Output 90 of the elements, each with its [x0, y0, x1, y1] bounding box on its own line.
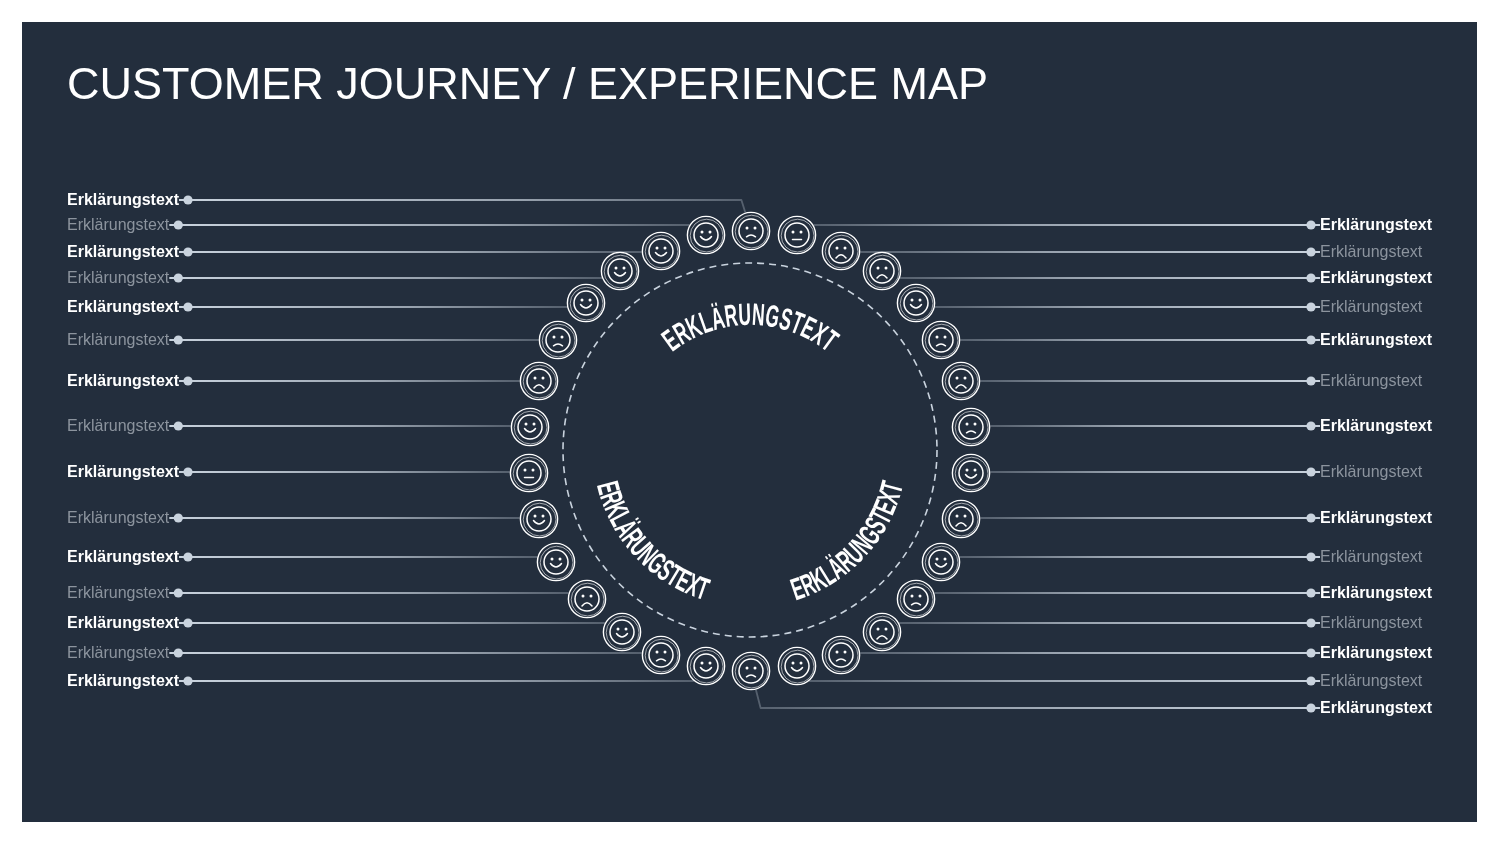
leader-line	[178, 302, 568, 312]
happy-face-icon	[777, 646, 817, 686]
explanation-text: Erklärungstext	[1320, 462, 1423, 482]
happy-face-icon	[951, 453, 991, 493]
leader-line	[899, 273, 1321, 283]
sad-face-icon	[821, 231, 861, 271]
leader-line	[979, 513, 1321, 523]
sad-face-icon	[862, 612, 902, 652]
explanation-text: Erklärungstext	[67, 268, 170, 288]
sad-face-icon	[538, 320, 578, 360]
explanation-text: Erklärungstext	[67, 330, 170, 350]
happy-face-icon	[686, 646, 726, 686]
happy-face-icon	[600, 251, 640, 291]
leader-line	[898, 618, 1321, 628]
leader-line	[933, 588, 1321, 598]
happy-face-icon	[896, 283, 936, 323]
leader-line	[168, 220, 691, 230]
sad-face-icon	[941, 499, 981, 539]
explanation-text: Erklärungstext	[1320, 268, 1433, 288]
happy-face-icon	[566, 283, 606, 323]
explanation-text: Erklärungstext	[1320, 297, 1423, 317]
sad-face-icon	[731, 651, 771, 691]
explanation-text: Erklärungstext	[67, 508, 170, 528]
explanation-text: Erklärungstext	[67, 462, 180, 482]
explanation-text: Erklärungstext	[1320, 330, 1433, 350]
leader-line	[178, 467, 511, 477]
explanation-text: Erklärungstext	[67, 583, 170, 603]
explanation-text: Erklärungstext	[1320, 242, 1423, 262]
explanation-text: Erklärungstext	[67, 416, 170, 436]
leader-line	[178, 676, 695, 686]
sad-face-icon	[951, 407, 991, 447]
happy-face-icon	[921, 542, 961, 582]
explanation-text: Erklärungstext	[1320, 416, 1433, 436]
sad-face-icon	[862, 251, 902, 291]
explanation-text: Erklärungstext	[67, 190, 180, 210]
explanation-text: Erklärungstext	[67, 671, 180, 691]
sad-face-icon	[731, 211, 771, 251]
explanation-text: Erklärungstext	[67, 242, 180, 262]
leader-line	[178, 247, 643, 257]
explanation-text: Erklärungstext	[1320, 508, 1433, 528]
sad-face-icon	[519, 361, 559, 401]
leader-line	[958, 552, 1321, 562]
sad-face-icon	[641, 635, 681, 675]
explanation-text: Erklärungstext	[1320, 371, 1423, 391]
happy-face-icon	[686, 215, 726, 255]
sad-face-icon	[921, 320, 961, 360]
happy-face-icon	[519, 499, 559, 539]
explanation-text: Erklärungstext	[67, 643, 170, 663]
leader-line	[178, 376, 521, 386]
title: CUSTOMER JOURNEY / EXPERIENCE MAP	[67, 57, 988, 111]
leader-line	[859, 247, 1321, 257]
leader-line	[959, 335, 1321, 345]
leader-line	[168, 648, 643, 658]
explanation-text: Erklärungstext	[1320, 215, 1433, 235]
happy-face-icon	[641, 231, 681, 271]
leader-line	[178, 195, 747, 214]
neutral-face-icon	[777, 215, 817, 255]
sad-face-icon	[821, 635, 861, 675]
happy-face-icon	[602, 612, 642, 652]
explanation-text: Erklärungstext	[1320, 583, 1433, 603]
explanation-text: Erklärungstext	[1320, 613, 1423, 633]
leader-line	[934, 302, 1321, 312]
dashed-circle	[561, 261, 939, 639]
leader-line	[755, 688, 1321, 713]
leader-line	[812, 220, 1321, 230]
explanation-text: Erklärungstext	[1320, 547, 1423, 567]
leader-line	[979, 376, 1321, 386]
leader-line	[859, 648, 1321, 658]
explanation-text: Erklärungstext	[67, 371, 180, 391]
happy-face-icon	[510, 407, 550, 447]
leader-line	[989, 467, 1321, 477]
explanation-text: Erklärungstext	[1320, 698, 1433, 718]
explanation-text: Erklärungstext	[67, 297, 180, 317]
leader-line	[808, 676, 1321, 686]
neutral-face-icon	[509, 453, 549, 493]
happy-face-icon	[536, 542, 576, 582]
explanation-text: Erklärungstext	[67, 215, 170, 235]
explanation-text: Erklärungstext	[1320, 643, 1433, 663]
leader-line	[168, 273, 603, 283]
leader-line	[178, 618, 606, 628]
leader-line	[989, 421, 1321, 431]
curved-label: ERKLÄRUNGSTEXT	[655, 296, 852, 363]
leader-line	[168, 335, 540, 345]
explanation-text: Erklärungstext	[67, 547, 180, 567]
leader-line	[168, 588, 570, 598]
sad-face-icon	[941, 361, 981, 401]
leader-line	[168, 513, 521, 523]
leader-line	[168, 421, 512, 431]
explanation-text: Erklärungstext	[1320, 671, 1423, 691]
explanation-text: Erklärungstext	[67, 613, 180, 633]
